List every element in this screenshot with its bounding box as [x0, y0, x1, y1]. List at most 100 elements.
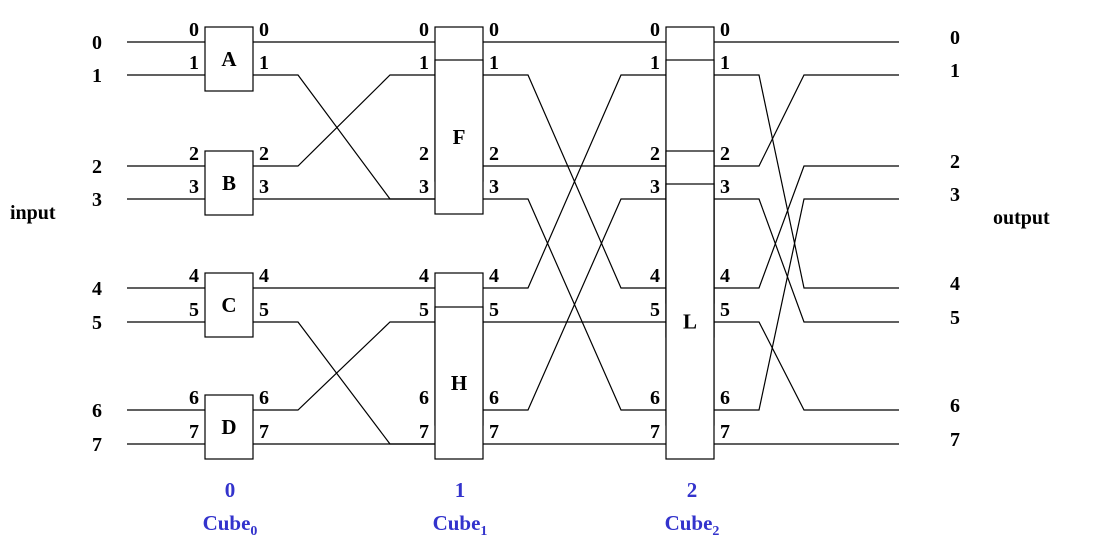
input-number: 3	[92, 189, 102, 211]
port-label: 3	[419, 176, 429, 198]
port-label: 0	[419, 19, 429, 41]
input-number: 5	[92, 312, 102, 334]
port-label: 0	[650, 19, 660, 41]
switch-b: B	[204, 150, 254, 216]
switch-h: H	[434, 306, 484, 460]
port-label: 1	[650, 52, 660, 74]
port-label: 3	[189, 176, 199, 198]
port-label: 6	[650, 387, 660, 409]
stage-2-number: 2	[687, 478, 698, 502]
port-label: 2	[189, 143, 199, 165]
switch-label: D	[221, 415, 236, 439]
port-label: 5	[189, 299, 199, 321]
switch-label: H	[451, 371, 467, 395]
switch-label: F	[453, 125, 466, 149]
port-label: 2	[489, 143, 499, 165]
port-label: 2	[720, 143, 730, 165]
input-number: 4	[92, 278, 102, 300]
output-number: 0	[950, 27, 960, 49]
port-label: 2	[419, 143, 429, 165]
input-label: input	[10, 202, 56, 224]
input-number: 0	[92, 32, 102, 54]
switches: ABCDEFGHIJKL	[204, 26, 715, 460]
port-label: 4	[419, 265, 429, 287]
port-label: 7	[259, 421, 269, 443]
switch-d: D	[204, 394, 254, 460]
port-label: 7	[650, 421, 660, 443]
c2-wire-4	[714, 165, 849, 289]
port-label: 5	[650, 299, 660, 321]
input-number: 7	[92, 434, 102, 456]
port-label: 1	[720, 52, 730, 74]
c0-wire-2	[253, 74, 435, 167]
port-label: 4	[650, 265, 660, 287]
c1-wire-6	[483, 198, 666, 411]
stage-0-number: 0	[225, 478, 236, 502]
c2-wire-1	[714, 74, 849, 289]
input-number: 2	[92, 156, 102, 178]
input-number: 6	[92, 400, 102, 422]
switch-box	[434, 306, 484, 460]
switch-box	[204, 150, 254, 216]
port-label: 6	[419, 387, 429, 409]
c0-wire-5	[253, 321, 435, 445]
port-label: 0	[189, 19, 199, 41]
c0-wire-6	[253, 321, 435, 411]
c0-wire-1	[253, 74, 435, 200]
output-label: output	[993, 207, 1050, 229]
output-number: 3	[950, 184, 960, 206]
port-label: 4	[189, 265, 199, 287]
port-label: 6	[259, 387, 269, 409]
port-label: 5	[489, 299, 499, 321]
switch-f: F	[434, 59, 484, 215]
port-label: 3	[720, 176, 730, 198]
stage-1-name: Cube1	[433, 511, 488, 539]
output-number: 4	[950, 273, 960, 295]
c2-wire-3	[714, 198, 849, 323]
wires	[127, 41, 899, 445]
switch-a: A	[204, 26, 254, 92]
output-number: 7	[950, 429, 960, 451]
switch-box	[204, 394, 254, 460]
c2-wire-2	[714, 74, 849, 167]
port-label: 6	[720, 387, 730, 409]
switch-c: C	[204, 272, 254, 338]
port-label: 0	[259, 19, 269, 41]
port-label: 3	[650, 176, 660, 198]
port-labels: 0 0 1 1 2 2 3 3 4 4 5 5 6 6 7 7 0 0 2 2 1 1 3 3 4 4 6 6 5 5 7 7 0 0 4 4 1 1 5 5…	[92, 19, 960, 456]
port-label: 3	[259, 176, 269, 198]
switch-label: L	[683, 310, 697, 334]
port-label: 2	[259, 143, 269, 165]
port-label: 1	[259, 52, 269, 74]
output-number: 1	[950, 60, 960, 82]
input-number: 1	[92, 65, 102, 87]
stage-0-name: Cube0	[203, 511, 258, 539]
switch-label: C	[221, 293, 236, 317]
port-label: 5	[419, 299, 429, 321]
switch-box	[204, 26, 254, 92]
port-label: 3	[489, 176, 499, 198]
switch-box	[665, 183, 715, 460]
port-label: 0	[720, 19, 730, 41]
port-label: 5	[720, 299, 730, 321]
port-label: 5	[259, 299, 269, 321]
switch-l: L	[665, 183, 715, 460]
port-label: 7	[419, 421, 429, 443]
stage-1-number: 1	[455, 478, 466, 502]
switch-label: A	[221, 47, 237, 71]
port-label: 7	[489, 421, 499, 443]
port-label: 4	[489, 265, 499, 287]
port-label: 1	[189, 52, 199, 74]
switch-box	[204, 272, 254, 338]
port-label: 4	[720, 265, 730, 287]
output-number: 5	[950, 307, 960, 329]
port-label: 4	[259, 265, 269, 287]
output-number: 6	[950, 395, 960, 417]
port-label: 7	[189, 421, 199, 443]
switch-box	[434, 59, 484, 215]
c1-wire-4	[483, 74, 666, 289]
port-label: 0	[489, 19, 499, 41]
port-label: 1	[489, 52, 499, 74]
